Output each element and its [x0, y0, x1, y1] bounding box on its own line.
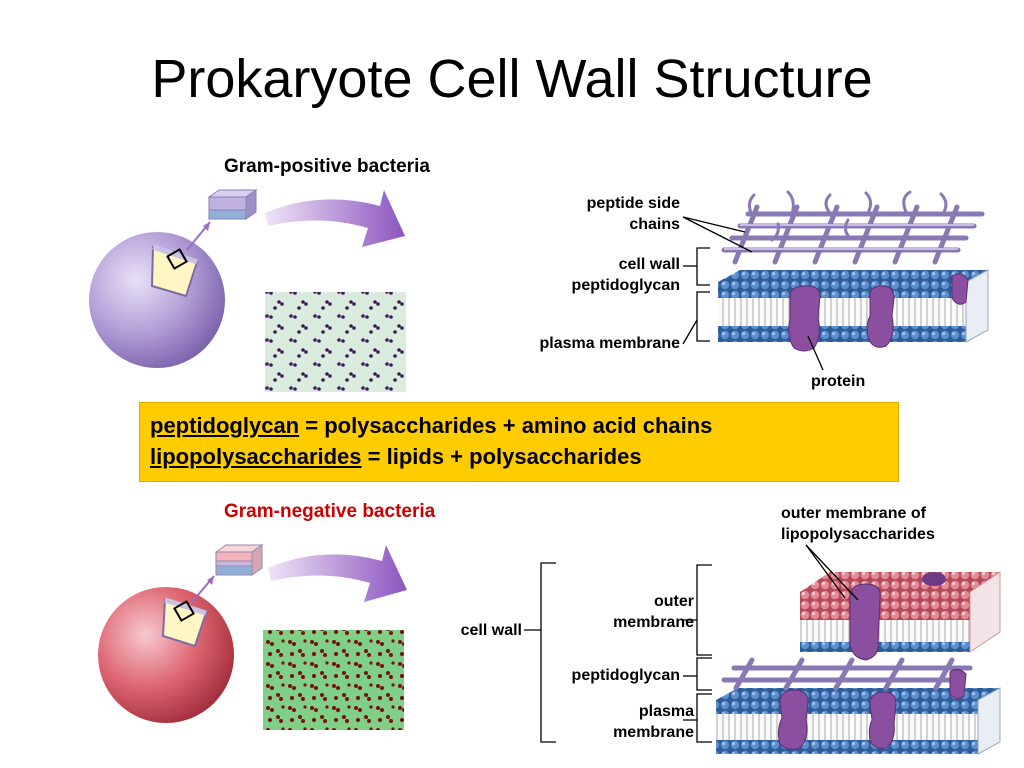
definition-peptidoglycan: peptidoglycan = polysaccharides + amino … [150, 410, 888, 441]
gram-positive-micrograph [265, 292, 406, 392]
gram-negative-cell [98, 575, 234, 723]
gram-positive-cell [89, 221, 225, 368]
definitions-box: peptidoglycan = polysaccharides + amino … [139, 402, 899, 482]
gram-negative-leaders [524, 544, 859, 743]
page-title: Prokaryote Cell Wall Structure [151, 49, 873, 109]
gram-negative-block-icon [214, 544, 264, 576]
gram-positive-leaders [682, 216, 824, 371]
label-cell-wall: cell wall [460, 622, 522, 639]
definition-lipopolysaccharides: lipopolysaccharides = lipids + polysacch… [150, 441, 888, 472]
label-plasma-membrane-negative: plasma membrane [613, 703, 694, 741]
gram-negative-heading: Gram-negative bacteria [224, 501, 436, 522]
label-peptidoglycan: peptidoglycan [571, 667, 680, 684]
gram-positive-arrow [265, 190, 405, 247]
label-outer-membrane-lps: outer membrane of lipopolysaccharides [781, 505, 935, 543]
gram-positive-wall-diagram [718, 190, 989, 352]
definition-lipopolysaccharides-text: = lipids + polysaccharides [361, 444, 642, 469]
gram-negative-wall-diagram [716, 571, 1001, 755]
term-lipopolysaccharides: lipopolysaccharides [150, 444, 362, 469]
gram-positive-block-icon [207, 189, 258, 220]
label-outer-membrane: outer membrane [613, 593, 694, 631]
label-peptide-side-chains: peptide side chains [586, 195, 680, 233]
label-plasma-membrane-positive: plasma membrane [539, 335, 680, 352]
definition-peptidoglycan-text: = polysaccharides + amino acid chains [299, 413, 713, 438]
term-peptidoglycan: peptidoglycan [150, 413, 300, 438]
gram-negative-micrograph [263, 630, 404, 730]
gram-positive-heading: Gram-positive bacteria [224, 156, 430, 177]
label-cell-wall-peptidoglycan: cell wall peptidoglycan [571, 256, 680, 294]
label-protein: protein [811, 373, 866, 390]
gram-negative-arrow [268, 545, 407, 602]
